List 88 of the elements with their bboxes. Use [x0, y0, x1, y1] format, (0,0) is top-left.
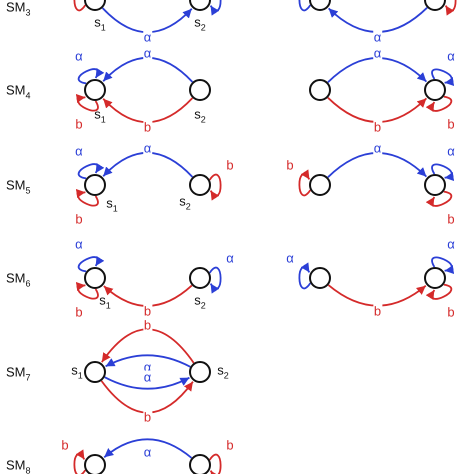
state-circle	[189, 79, 211, 101]
edge-label: b	[74, 306, 84, 319]
state-label: s$_{1}$	[94, 108, 106, 124]
transition-arrow	[298, 170, 311, 196]
edge-label: b	[285, 158, 295, 172]
transition-arrow	[74, 450, 86, 474]
transition-arrow	[101, 328, 194, 364]
transition-arrow	[298, 262, 311, 290]
state-label: s$_{1}$	[94, 16, 106, 32]
transition-arrow	[327, 57, 427, 83]
edge-label: b	[142, 410, 152, 424]
machine-label: SM$_{6}$	[6, 272, 31, 288]
transition-arrow	[102, 152, 194, 178]
state-label: s$_{1}$	[99, 294, 111, 310]
state-circle	[84, 79, 106, 101]
transition-arrow	[209, 266, 222, 294]
edge-label: b	[60, 438, 70, 452]
edge-label: b	[225, 438, 235, 452]
transition-arrow	[426, 190, 452, 208]
state-circle	[84, 454, 106, 474]
machine-label: SM$_{8}$	[6, 458, 31, 474]
transition-arrow	[426, 96, 452, 112]
transition-arrow	[431, 164, 454, 180]
transition-arrow	[102, 7, 192, 34]
state-circle	[189, 361, 211, 383]
transition-arrow	[298, 0, 311, 12]
edge-label: b	[372, 120, 382, 134]
transition-arrow	[102, 97, 194, 124]
state-label: s$_{2}$	[194, 108, 206, 124]
machine-label: SM$_{5}$	[6, 178, 31, 196]
edge-label: b	[74, 212, 84, 226]
edge-label: b	[142, 120, 152, 134]
edge-label: b	[446, 306, 456, 319]
transition-arrow	[76, 95, 99, 112]
state-label: s$_{2}$	[194, 294, 206, 310]
state-circle	[189, 174, 211, 196]
transition-arrow	[426, 284, 452, 300]
transition-arrow	[78, 162, 104, 180]
state-label: s$_{2}$	[194, 16, 206, 32]
machine-label: SM$_{4}$	[6, 84, 31, 100]
state-label: s$_{1}$	[71, 364, 83, 380]
machine-label: SM$_{3}$	[6, 0, 31, 18]
edge-label: b	[446, 212, 456, 226]
edge-label: b	[142, 318, 152, 332]
state-circle	[424, 267, 446, 289]
transition-arrow	[105, 354, 191, 368]
edge-label: α	[142, 30, 152, 44]
transition-arrow	[209, 174, 222, 200]
edge-label: b	[142, 304, 152, 318]
transition-arrow	[328, 284, 426, 307]
transition-arrow	[78, 256, 104, 272]
machine-label: SM$_{7}$	[6, 366, 31, 382]
transition-arrow	[100, 380, 194, 414]
state-circle	[309, 174, 331, 196]
edge-label: b	[446, 118, 456, 131]
state-circle	[309, 267, 331, 289]
state-label: s$_{2}$	[217, 364, 229, 380]
transition-arrow	[431, 68, 454, 85]
transition-arrow	[327, 97, 427, 123]
state-label: s$_{2}$	[179, 194, 191, 212]
transition-arrow	[209, 0, 222, 16]
transition-arrow	[209, 454, 222, 474]
edge-label: b	[372, 304, 382, 318]
state-circle	[189, 454, 211, 474]
state-circle	[84, 174, 106, 196]
state-circle	[424, 79, 446, 101]
transition-arrow	[444, 0, 456, 16]
state-circle	[84, 267, 106, 289]
edge-label: b	[74, 118, 84, 131]
state-circle	[424, 174, 446, 196]
transition-arrow	[76, 190, 99, 206]
edge-label: α	[142, 370, 152, 384]
transition-arrow	[328, 7, 428, 33]
transition-arrow	[103, 284, 192, 307]
transition-arrow	[102, 56, 194, 83]
state-circle	[309, 79, 331, 101]
transition-arrow	[431, 256, 454, 273]
transition-arrow	[76, 283, 99, 300]
state-circle	[189, 267, 211, 289]
transition-arrow	[327, 152, 427, 178]
edge-label: α	[372, 30, 382, 44]
transition-arrow	[104, 376, 190, 390]
state-circle	[84, 361, 106, 383]
transition-arrow	[104, 438, 192, 459]
state-label: s$_{1}$	[106, 196, 118, 214]
transition-arrow	[78, 68, 104, 84]
transition-arrow	[74, 0, 86, 12]
edge-label: b	[225, 158, 235, 172]
